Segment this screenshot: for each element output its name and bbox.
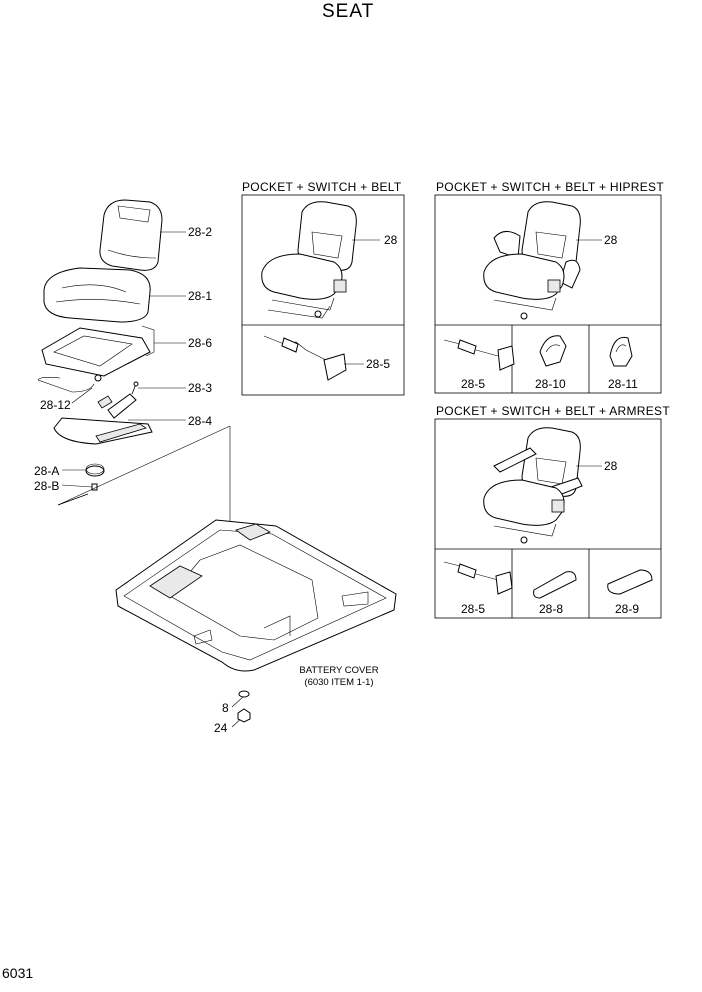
label-8: 8 [222,701,229,715]
box1-belt-drawing [263,335,364,381]
box2-part-label-3: 28-11 [608,377,638,391]
washer-nut-drawing [237,690,251,723]
box2-parts-drawing [443,335,633,371]
seat-frame-drawing [37,325,155,393]
box3-part-label-3: 28-9 [615,602,640,616]
label-28-2: 28-2 [188,225,213,239]
box2-seat-label: 28 [604,233,618,247]
box3-part-label-1: 28-5 [461,602,486,616]
box1-seat-label: 28 [384,233,398,247]
battery-cover-line2: (6030 ITEM 1-1) [304,676,374,688]
rail-plate-drawing [53,417,153,445]
battery-cover-drawing [115,519,397,672]
box2-seat-drawing [483,201,602,320]
box2-part-label-1: 28-5 [461,377,486,391]
box1-part-label: 28-5 [366,357,391,371]
box3-seat-label: 28 [604,459,618,473]
option-box-3-frame [434,418,662,619]
knob-drawing [57,463,105,506]
label-28-B: 28-B [34,479,60,493]
battery-cover-label: BATTERY COVER (6030 ITEM 1-1) [296,666,382,687]
backrest-drawing [99,199,163,271]
label-24: 24 [214,721,228,735]
box2-part-label-2: 28-10 [535,377,566,391]
label-28-12: 28-12 [40,398,71,412]
label-28-4: 28-4 [188,414,213,428]
box1-header: POCKET + SWITCH + BELT [242,180,402,194]
label-28-6: 28-6 [188,336,213,350]
option-box-1-frame [241,194,405,396]
page-title: SEAT [322,1,375,22]
box3-header: POCKET + SWITCH + BELT + ARMREST [436,404,670,418]
box3-seat-drawing [483,427,602,544]
box1-seat-drawing [261,201,380,319]
label-28-3: 28-3 [188,381,213,395]
label-28-1: 28-1 [188,289,213,303]
gas-spring-drawing [97,381,139,419]
battery-cover-line1: BATTERY COVER [299,665,379,676]
label-28-A: 28-A [34,464,60,478]
cushion-drawing [43,267,151,323]
box2-header: POCKET + SWITCH + BELT + HIPREST [436,180,664,194]
page-number: 6031 [2,965,34,981]
box3-parts-drawing [443,561,653,599]
box3-part-label-2: 28-8 [539,602,564,616]
